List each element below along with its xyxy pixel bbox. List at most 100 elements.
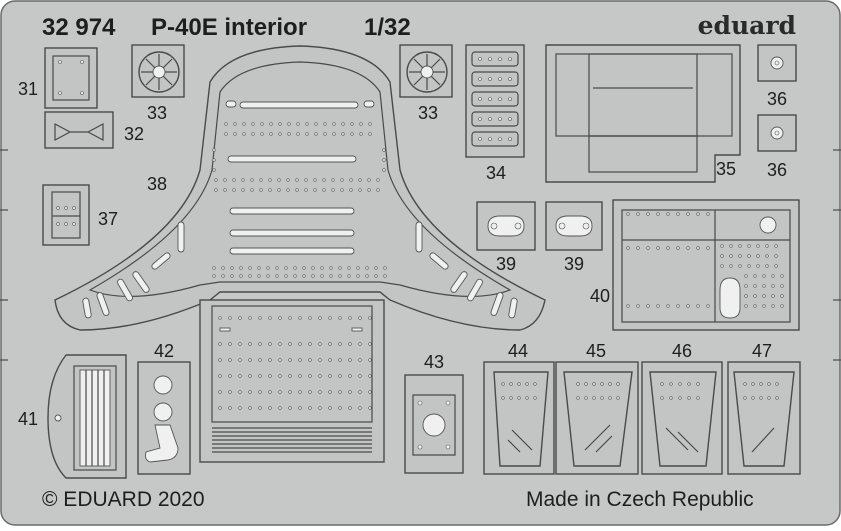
origin-notice: Made in Czech Republic (526, 488, 754, 511)
rivet-dot (318, 374, 322, 378)
rivet-dot (242, 132, 246, 136)
scale-label: 1/32 (364, 14, 411, 41)
rivet-dot (228, 406, 232, 410)
rivet-dot (228, 316, 232, 320)
rivet-dot (762, 304, 766, 308)
rivet-dot (320, 274, 324, 278)
rivet-dot (298, 358, 302, 362)
rivet-dot (304, 178, 308, 182)
rivet-dot (656, 304, 660, 308)
rivet-dot (774, 244, 778, 248)
part-40 (612, 199, 800, 331)
rivet-dot (729, 254, 733, 258)
rivet-dot (278, 374, 282, 378)
rivet-dot (323, 122, 327, 126)
rivet-dot (218, 406, 222, 410)
rivet-dot (266, 266, 270, 270)
rivet-dot (332, 132, 336, 136)
part-label-33-right: 33 (418, 103, 439, 123)
rivet-dot (308, 358, 312, 362)
rivet-dot (298, 374, 302, 378)
rivet-dot (636, 246, 640, 250)
rivet-dot (376, 188, 380, 192)
rivet-dot (278, 358, 282, 362)
rivet-dot (323, 132, 327, 136)
part-label-35: 35 (716, 159, 737, 179)
rivet-dot (729, 264, 733, 268)
rivet-dot (284, 266, 288, 270)
part-label-43: 43 (424, 352, 445, 372)
part-33-left (131, 44, 185, 98)
rivet-dot (616, 396, 620, 400)
rivet-dot (358, 406, 362, 410)
rivet-dot (258, 316, 262, 320)
rivet-dot (322, 188, 326, 192)
part-46 (641, 361, 723, 475)
rivet-dot (268, 358, 272, 362)
rivet-dot (313, 178, 317, 182)
part-label-33-left: 33 (147, 103, 168, 123)
rivet-dot (762, 294, 766, 298)
rivet-dot (308, 342, 312, 346)
rivet-dot (284, 274, 288, 278)
rivet-dot (286, 188, 290, 192)
part-34 (465, 44, 525, 158)
rivet-dot (250, 188, 254, 192)
rivet-dot (308, 390, 312, 394)
rivet-dot (228, 358, 232, 362)
rivet-dot (743, 382, 747, 386)
rivet-dot (328, 374, 332, 378)
rivet-dot (259, 178, 263, 182)
rivet-dot (258, 358, 262, 362)
rivet-dot (382, 148, 386, 152)
rivet-dot (278, 316, 282, 320)
rivet-dot (767, 382, 771, 386)
rivet-dot (356, 266, 360, 270)
rivet-dot (278, 342, 282, 346)
rivet-dot (368, 358, 372, 362)
rivet-dot (298, 316, 302, 320)
rivet-dot (765, 244, 769, 248)
rivet-dot (771, 274, 775, 278)
rivet-dot (221, 274, 225, 278)
rivet-dot (368, 122, 372, 126)
rivet-dot (232, 188, 236, 192)
rivet-dot (626, 304, 630, 308)
rivet-dot (706, 212, 710, 216)
rivet-dot (751, 396, 755, 400)
rivet-dot (780, 284, 784, 288)
rivet-dot (311, 266, 315, 270)
part-36-top (757, 44, 797, 82)
rivet-dot (368, 132, 372, 136)
rivet-dot (756, 244, 760, 248)
rivet-dot (313, 188, 317, 192)
rivet-dot (368, 316, 372, 320)
part-label-34: 34 (486, 163, 507, 183)
rivet-dot (288, 406, 292, 410)
part-39-left (476, 201, 536, 251)
rivet-dot (257, 266, 261, 270)
rivet-dot (338, 342, 342, 346)
rivet-dot (305, 132, 309, 136)
rivet-dot (517, 382, 521, 386)
rivet-dot (687, 396, 691, 400)
rivet-dot (765, 264, 769, 268)
part-40-rivets (626, 212, 784, 308)
rivet-dot (318, 358, 322, 362)
rivet-dot (358, 374, 362, 378)
rivet-dot (295, 178, 299, 182)
rivet-dot (302, 274, 306, 278)
rivet-dot (608, 396, 612, 400)
rivet-dot (358, 188, 362, 192)
part-38 (54, 45, 546, 331)
rivet-dot (318, 316, 322, 320)
rivet-dot (338, 274, 342, 278)
rivet-dot (720, 244, 724, 248)
rivet-dot (288, 390, 292, 394)
rivet-dot (228, 342, 232, 346)
rivet-dot (251, 132, 255, 136)
rivet-dot (248, 266, 252, 270)
rivet-dot (212, 148, 216, 152)
rivet-dot (501, 382, 505, 386)
rivet-dot (348, 406, 352, 410)
